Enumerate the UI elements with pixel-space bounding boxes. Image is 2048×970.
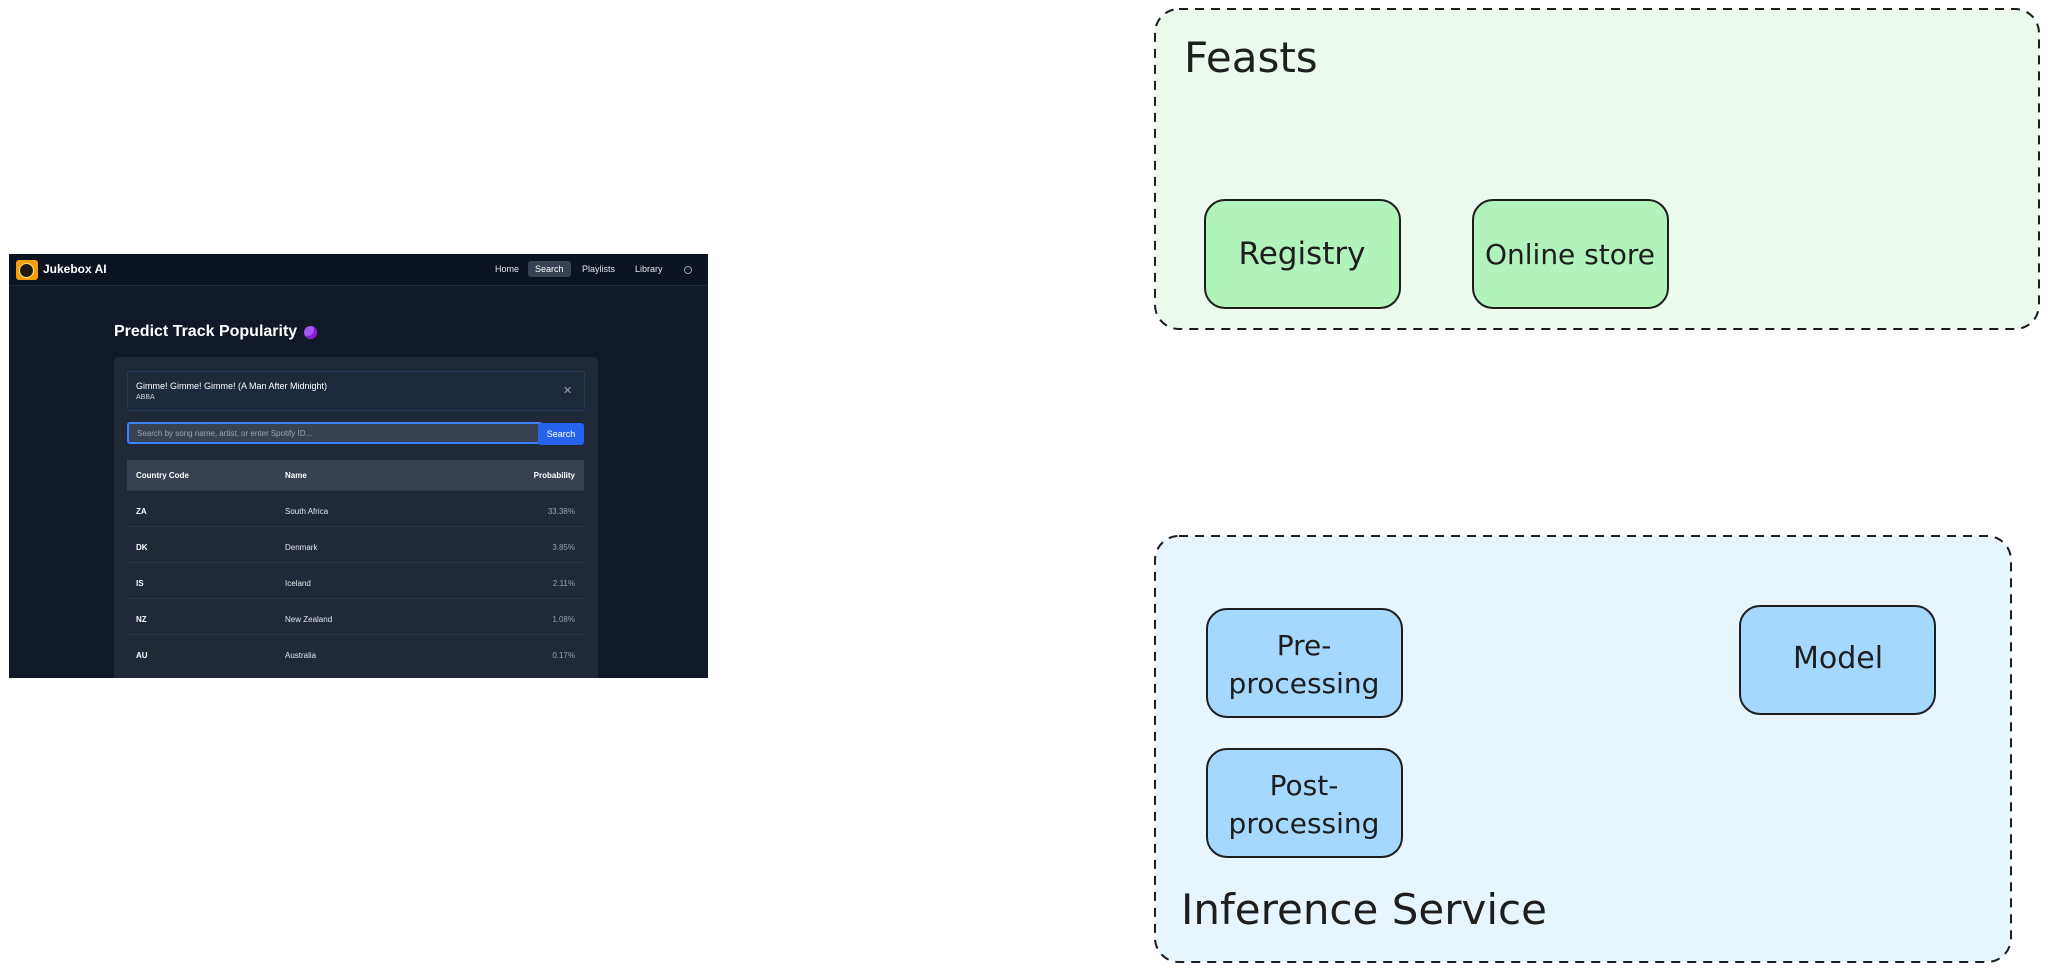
- feasts-group-title: Feasts: [1184, 33, 1318, 82]
- table-row: [127, 562, 584, 599]
- table-row: [127, 526, 584, 563]
- close-icon[interactable]: ✕: [563, 385, 573, 397]
- search-input[interactable]: [127, 422, 543, 444]
- country-name-cell: Iceland: [285, 579, 311, 588]
- table-row: [127, 490, 584, 527]
- probability-cell: 1.08%: [552, 615, 575, 624]
- nav-library[interactable]: Library: [635, 264, 663, 274]
- country-code-cell: DK: [136, 543, 148, 552]
- country-name-cell: Australia: [285, 651, 317, 660]
- nav-playlists[interactable]: Playlists: [582, 264, 616, 274]
- nav-home[interactable]: Home: [495, 264, 520, 274]
- selected-track-card: [127, 371, 585, 411]
- online-store-node-label: Online store: [1485, 238, 1655, 271]
- country-name-cell: Denmark: [285, 543, 318, 552]
- model-node[interactable]: [1739, 605, 1936, 715]
- country-name-cell: South Africa: [285, 507, 329, 516]
- country-code-cell: AU: [136, 651, 148, 660]
- page-title: Predict Track Popularity: [114, 323, 298, 340]
- registry-node-label: Registry: [1239, 236, 1366, 272]
- pre-processing-label-line-2: processing: [1229, 667, 1380, 700]
- post-processing-node[interactable]: [1206, 748, 1403, 858]
- app-brand[interactable]: Jukebox AI: [43, 262, 107, 276]
- registry-node[interactable]: [1204, 199, 1401, 309]
- probability-cell: 0.17%: [552, 651, 575, 660]
- selected-track-artist: ABBA: [136, 394, 155, 401]
- inference-service-group-title: Inference Service: [1181, 885, 1547, 934]
- pre-processing-label-line-1: Pre-: [1277, 629, 1332, 662]
- column-header-country-code: Country Code: [136, 471, 189, 480]
- country-code-cell: NZ: [136, 615, 147, 624]
- probability-cell: 33.38%: [547, 507, 575, 516]
- app-screenshot: Jukebox AI Home Search Playlists Library…: [9, 254, 708, 678]
- column-header-name: Name: [285, 471, 307, 480]
- crystal-ball-icon: [304, 326, 317, 339]
- post-processing-label-line-2: processing: [1229, 807, 1380, 840]
- column-header-probability: Probability: [533, 471, 575, 480]
- country-name-cell: New Zealand: [285, 615, 333, 624]
- probability-cell: 2.11%: [552, 579, 575, 588]
- table-row: [127, 598, 584, 635]
- post-processing-label-line-1: Post-: [1270, 769, 1339, 802]
- probability-cell: 3.85%: [552, 543, 575, 552]
- nav-search[interactable]: Search: [528, 261, 571, 277]
- table-header: [127, 460, 584, 490]
- search-button[interactable]: Search: [538, 423, 584, 445]
- app-navbar: Jukebox AI Home Search Playlists Library: [9, 254, 708, 286]
- country-code-cell: ZA: [136, 507, 147, 516]
- sun-icon[interactable]: [684, 266, 692, 274]
- model-node-label: Model: [1793, 641, 1883, 676]
- table-row: [127, 634, 584, 671]
- turntable-logo-icon: [16, 260, 38, 280]
- country-code-cell: IS: [136, 579, 144, 588]
- online-store-node[interactable]: [1472, 199, 1669, 309]
- selected-track-title: Gimme! Gimme! Gimme! (A Man After Midnig…: [136, 381, 328, 391]
- pre-processing-node[interactable]: [1206, 608, 1403, 718]
